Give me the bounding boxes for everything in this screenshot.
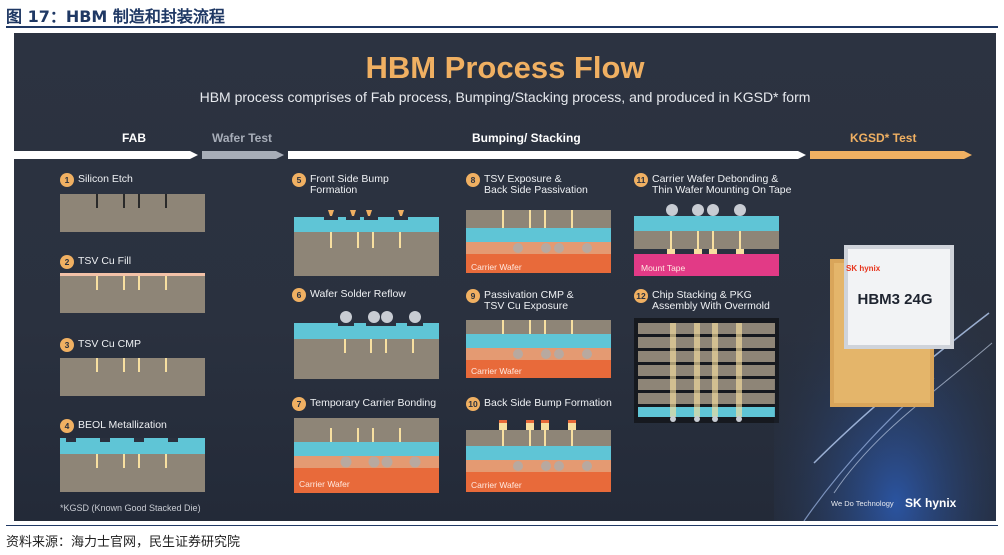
process-flow-panel: HBM Process Flow HBM process comprises o… [14,33,996,521]
step-5-label: 5 Front Side Bump Formation [292,173,389,196]
wafer-solder-reflow-diagram [294,311,439,379]
step-text: Wafer Solder Reflow [310,288,406,300]
temporary-carrier-bonding-diagram [294,418,439,493]
step-text: Front Side Bump Formation [310,173,389,196]
diagram-subtitle: HBM process comprises of Fab process, Bu… [199,89,811,105]
passivation-cmp-diagram [466,320,611,378]
step-number-badge: 7 [292,397,306,411]
carrier-debonding-diagram [634,204,779,276]
step-6-label: 6 Wafer Solder Reflow [292,288,406,302]
step-4-label: 4 BEOL Metallization [60,419,167,433]
tsv-exposure-diagram [466,210,611,273]
step-2-label: 2 TSV Cu Fill [60,255,131,269]
step-text: Chip Stacking & PKG Assembly With Overmo… [652,289,770,312]
diagram-title: HBM Process Flow [365,50,645,85]
chip-stacking-diagram [634,318,779,423]
step-text: TSV Exposure & Back Side Passivation [484,173,588,196]
kgsd-product-image [774,163,996,521]
step-number-badge: 4 [60,419,74,433]
phase-arrow-fab [14,151,198,159]
step-3-label: 3 TSV Cu CMP [60,338,141,352]
phase-arrows [14,151,972,159]
step-number-badge: 6 [292,288,306,302]
step-number-badge: 8 [466,173,480,187]
tsv-cu-fill-diagram [60,273,205,313]
step-11-label: 11 Carrier Wafer Debonding & Thin Wafer M… [634,173,792,196]
carrier-wafer-label: Carrier Wafer [471,480,522,490]
carrier-wafer-label: Carrier Wafer [471,262,522,272]
carrier-wafer-label: Carrier Wafer [299,479,350,489]
beol-metallization-diagram [60,438,205,492]
chip-name-label: HBM3 24G [857,291,933,308]
step-text: Temporary Carrier Bonding [310,397,437,409]
phase-label-fab: FAB [122,131,146,145]
step-number-badge: 5 [292,173,306,187]
step-text: TSV Cu Fill [78,255,132,267]
kgsd-footnote: *KGSD (Known Good Stacked Die) [60,503,201,513]
figure-title: 图 17：HBM 制造和封装流程 [6,7,225,26]
bottom-rule [6,525,998,526]
step-text: BEOL Metallization [78,419,167,431]
step-text: Passivation CMP & TSV Cu Exposure [484,289,574,312]
step-number-badge: 12 [634,289,648,303]
step-1-label: 1 Silicon Etch [60,173,133,187]
step-8-label: 8 TSV Exposure & Back Side Passivation [466,173,588,196]
step-text: Carrier Wafer Debonding & Thin Wafer Mou… [652,173,792,196]
brand-logo-text: SK hynix [905,496,957,510]
source-note: 资料来源：海力士官网，民生证券研究院 [6,535,241,550]
step-number-badge: 9 [466,289,480,303]
phase-label-kgsd: KGSD* Test [850,131,917,145]
step-text: TSV Cu CMP [78,338,142,350]
step-12-label: 12 Chip Stacking & PKG Assembly With Over… [634,289,770,312]
step-9-label: 9 Passivation CMP & TSV Cu Exposure [466,289,574,312]
step-text: Back Side Bump Formation [484,397,612,409]
silicon-etch-diagram [60,194,205,232]
chip-brand-label: SK hynix [846,264,881,273]
tagline: We Do Technology [831,499,894,508]
back-side-bump-diagram [466,420,611,492]
step-text: Silicon Etch [78,173,133,185]
phase-arrow-bumping [288,151,806,159]
phase-arrow-kgsd [810,151,972,159]
step-10-label: 10 Back Side Bump Formation [466,397,612,411]
phase-arrow-wafer-test [202,151,284,159]
step-number-badge: 2 [60,255,74,269]
step-number-badge: 1 [60,173,74,187]
top-rule [6,26,998,28]
step-number-badge: 11 [634,173,648,187]
phase-label-bumping: Bumping/ Stacking [472,131,581,145]
phase-label-wafer-test: Wafer Test [212,131,273,145]
step-7-label: 7 Temporary Carrier Bonding [292,397,436,411]
mount-tape-label: Mount Tape [641,263,686,273]
front-bump-formation-diagram [294,210,439,276]
step-number-badge: 10 [466,397,480,411]
tsv-cu-cmp-diagram [60,358,205,396]
step-number-badge: 3 [60,338,74,352]
carrier-wafer-label: Carrier Wafer [471,366,522,376]
